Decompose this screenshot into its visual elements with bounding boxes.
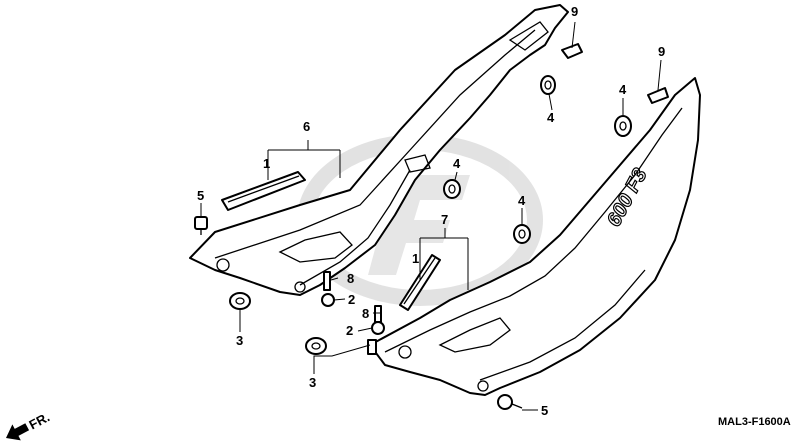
- callout-8: 8: [347, 271, 354, 286]
- left-side-cover: [189, 4, 569, 296]
- pin: [323, 271, 331, 291]
- clip: [647, 87, 669, 104]
- callout-1: 1: [412, 251, 419, 266]
- stripe-emblem-right: [399, 254, 441, 311]
- callout-5: 5: [197, 188, 204, 203]
- grommet: [614, 115, 632, 137]
- callout-9: 9: [658, 44, 665, 59]
- callout-4: 4: [547, 110, 555, 125]
- grommet: [513, 224, 531, 244]
- callout-4: 4: [518, 193, 526, 208]
- callout-9: 9: [571, 4, 578, 19]
- callout-4: 4: [453, 156, 461, 171]
- callout-6: 6: [303, 119, 310, 134]
- grommet: [443, 179, 461, 199]
- bolt: [497, 394, 523, 410]
- grommet-large: [305, 337, 327, 355]
- callout-5: 5: [541, 403, 548, 418]
- pin: [367, 339, 377, 355]
- callout-2: 2: [348, 292, 355, 307]
- svg-text:FR.: FR.: [27, 409, 53, 432]
- callout-4: 4: [619, 82, 627, 97]
- collar: [321, 293, 335, 307]
- leader-lines: [200, 21, 662, 411]
- drawing-code: MAL3-F1600A: [718, 416, 791, 428]
- callout-8: 8: [362, 306, 369, 321]
- callout-2: 2: [346, 323, 353, 338]
- grommet-large: [229, 292, 251, 310]
- front-direction-arrow: FR.: [6, 409, 53, 441]
- collar: [371, 321, 385, 335]
- grommet: [540, 75, 556, 95]
- right-side-cover: 600 F3: [369, 77, 701, 396]
- callout-3: 3: [236, 333, 243, 348]
- pin: [374, 305, 382, 323]
- callout-1: 1: [263, 156, 270, 171]
- callout-7: 7: [441, 212, 448, 227]
- bolt: [194, 216, 208, 235]
- callout-3: 3: [309, 375, 316, 390]
- stripe-emblem-left: [221, 171, 306, 211]
